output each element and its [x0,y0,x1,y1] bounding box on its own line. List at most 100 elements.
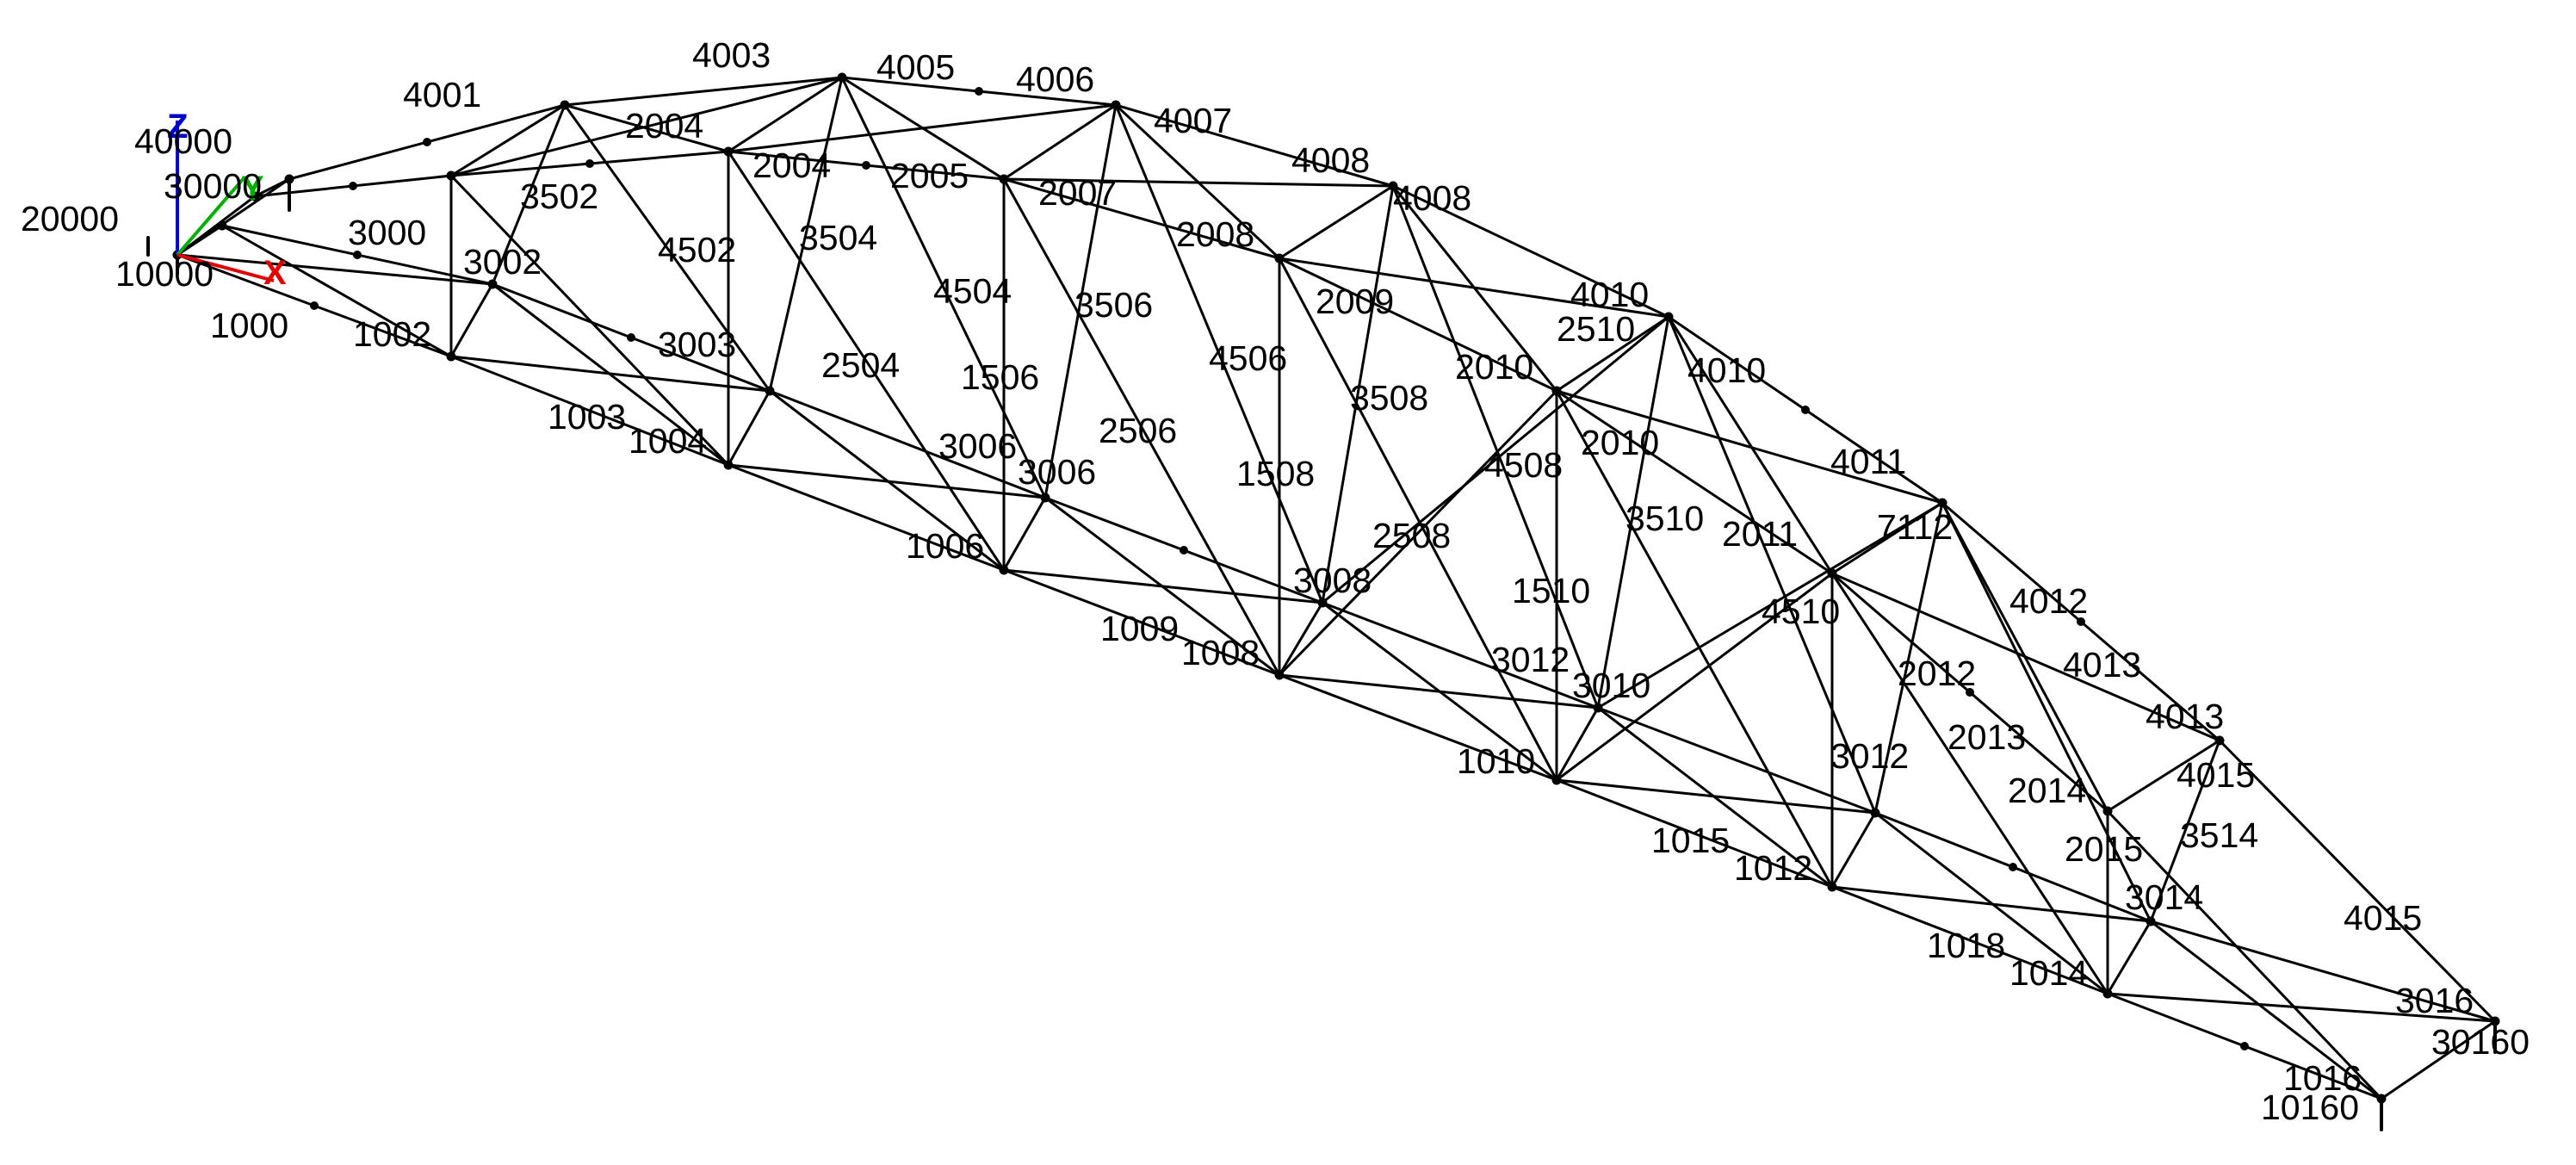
label-1016: 1016 [2283,1058,2362,1098]
label-4001: 4001 [403,75,481,115]
truss-member [1002,177,1281,677]
label-3504: 3504 [799,218,877,257]
label-3008: 3008 [1293,561,1372,600]
truss-member [563,103,730,153]
truss-member [1114,103,1395,188]
truss-node [1180,546,1188,555]
label-4003: 4003 [692,35,771,75]
truss-node [2240,1042,2249,1050]
truss-member [1002,568,1281,677]
truss-member [1555,706,1600,782]
truss-node [1870,808,1880,818]
truss-member [1278,601,1324,677]
label-2005: 2005 [890,156,969,195]
label-3006a: 3006 [938,426,1017,466]
truss-member [1830,885,2109,995]
truss-node [1827,568,1837,579]
truss-node [349,182,357,190]
y-axis-label: Y [241,170,264,208]
label-1004: 1004 [629,421,707,461]
label-4508: 4508 [1484,445,1563,485]
label-4011: 4011 [1830,442,1906,481]
label-1015: 1015 [1651,821,1730,860]
truss-node [1040,493,1050,503]
label-4506: 4506 [1209,338,1287,378]
label-4008a: 4008 [1291,140,1370,180]
label-2007: 2007 [1038,173,1117,213]
truss-member [727,103,1118,153]
truss-member [727,150,1006,572]
label-40000: 40000 [134,121,232,161]
truss-node [1801,406,1810,414]
truss-member [1667,315,1834,575]
truss-member [2149,920,2497,1023]
label-1510: 1510 [1512,571,1590,610]
truss-member [768,76,844,393]
truss-node [837,72,847,83]
truss-member [1873,501,1944,815]
node-labels: 40000 30000 20000 10000 10160 30160 [21,121,2530,1127]
truss-node [284,174,294,184]
label-2004b: 2004 [752,146,831,185]
truss-member [176,195,257,257]
label-7112: 7112 [1877,507,1953,547]
label-2009: 2009 [1316,282,1394,321]
truss-member [2149,920,2383,1100]
label-1018: 1018 [1927,926,2005,965]
truss-member [2106,920,2152,995]
truss-member [2106,992,2497,1023]
label-4005: 4005 [876,47,955,87]
truss-member [220,224,453,358]
label-4012: 4012 [2009,581,2088,621]
truss-member [449,76,844,177]
label-3502: 3502 [520,177,598,216]
truss-member [727,463,1006,572]
label-2015: 2015 [2065,829,2143,869]
truss-nodes [172,72,2500,1104]
z-axis-label: Z [167,108,188,146]
truss-node [487,279,498,289]
truss-member [1596,315,1670,710]
truss-member [1830,572,2109,995]
truss-member [1555,389,1834,575]
label-2014: 2014 [2008,771,2086,810]
truss-node [1274,670,1285,680]
label-30000: 30000 [164,166,262,206]
label-1003: 1003 [548,397,626,437]
truss-member [1278,257,1558,782]
truss-member [840,76,1047,499]
truss-member [1555,572,1834,782]
label-3508: 3508 [1350,378,1428,418]
truss-member [2149,739,2221,923]
label-1012: 1012 [1734,848,1812,888]
label-3000: 3000 [348,213,426,252]
truss-member [449,355,730,467]
label-2506: 2506 [1099,411,1177,450]
truss-node [446,170,456,181]
label-2013: 2013 [1947,717,2026,757]
truss-member [1555,389,1834,889]
x-axis-line [176,253,275,282]
truss-node [250,191,260,201]
label-3012a: 3012 [1491,640,1570,679]
truss-member [1321,315,1670,604]
truss-node [2490,1016,2500,1026]
truss-node [353,251,362,259]
label-1508: 1508 [1236,454,1315,493]
truss-node [2146,916,2156,926]
truss-member [563,76,844,107]
label-2008: 2008 [1176,214,1254,254]
truss-member [1321,601,1558,782]
label-4006: 4006 [1016,59,1094,99]
truss-node [560,100,570,110]
truss-member [2380,1019,2497,1100]
label-3506: 3506 [1074,285,1153,325]
label-4015a: 4015 [2177,755,2255,795]
label-3006b: 3006 [1018,452,1096,492]
truss-member [1596,501,1944,710]
label-4504: 4504 [933,271,1012,311]
truss-member [1043,103,1118,499]
truss-node [1274,253,1285,263]
label-4008b: 4008 [1393,178,1471,218]
